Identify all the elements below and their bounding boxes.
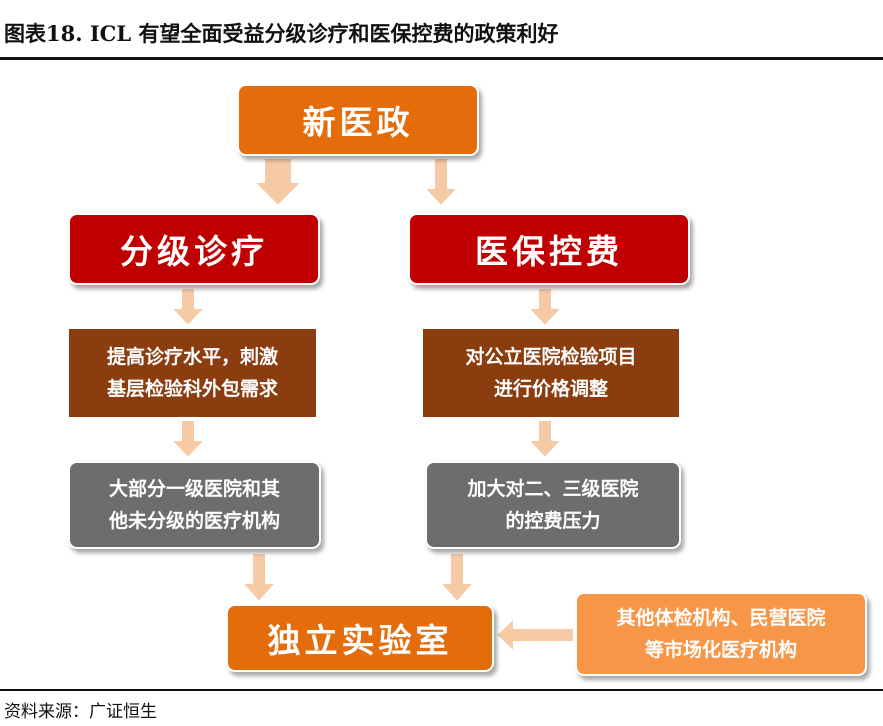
node-right-step2-line1: 加大对二、三级医院: [467, 478, 639, 500]
node-independent-lab-label: 独立实验室: [267, 621, 453, 660]
node-left-step1-line1: 提高诊疗水平，刺激: [106, 346, 278, 368]
node-tiered-treatment-label: 分级诊疗: [120, 232, 268, 271]
node-right-step1-line2: 进行价格调整: [493, 378, 608, 400]
footer-rule: [0, 689, 883, 691]
node-left-step2: 大部分一级医院和其 他未分级的医疗机构: [68, 461, 321, 549]
arrow-down-thin: [423, 157, 459, 207]
arrow-down-thin: [241, 552, 277, 603]
arrow-down-thin: [170, 419, 206, 459]
arrow-down-thin: [527, 419, 563, 459]
arrow-down-thin: [170, 287, 206, 327]
node-insurance-cost-control: 医保控费: [408, 213, 690, 285]
node-left-step2-line1: 大部分一级医院和其: [108, 478, 280, 500]
node-insurance-cost-control-label: 医保控费: [475, 232, 623, 271]
figure-title: 图表18. ICL 有望全面受益分级诊疗和医保控费的政策利好: [4, 21, 559, 46]
node-left-step1-line2: 基层检验科外包需求: [106, 378, 278, 400]
node-market-institutions: 其他体检机构、民营医院 等市场化医疗机构: [575, 592, 867, 676]
node-market-institutions-line1: 其他体检机构、民营医院: [616, 607, 826, 629]
node-right-step2-line2: 的控费压力: [505, 510, 601, 532]
node-right-step1: 对公立医院检验项目 进行价格调整: [423, 329, 679, 417]
node-right-step1-line1: 对公立医院检验项目: [465, 346, 637, 368]
source-note: 资料来源：广证恒生: [4, 702, 157, 722]
node-independent-lab: 独立实验室: [226, 604, 494, 672]
node-tiered-treatment: 分级诊疗: [68, 213, 320, 285]
node-new-reform: 新医政: [237, 84, 479, 156]
node-left-step2-line2: 他未分级的医疗机构: [108, 510, 280, 532]
arrow-down-thin: [439, 552, 475, 603]
arrow-left: [495, 617, 575, 653]
node-market-institutions-line2: 等市场化医疗机构: [644, 639, 797, 661]
arrow-down-thin: [527, 287, 563, 327]
node-left-step1: 提高诊疗水平，刺激 基层检验科外包需求: [69, 329, 316, 417]
title-rule: [0, 57, 883, 60]
node-right-step2: 加大对二、三级医院 的控费压力: [425, 461, 681, 549]
arrow-down-wide: [253, 157, 303, 207]
node-new-reform-label: 新医政: [302, 103, 414, 142]
